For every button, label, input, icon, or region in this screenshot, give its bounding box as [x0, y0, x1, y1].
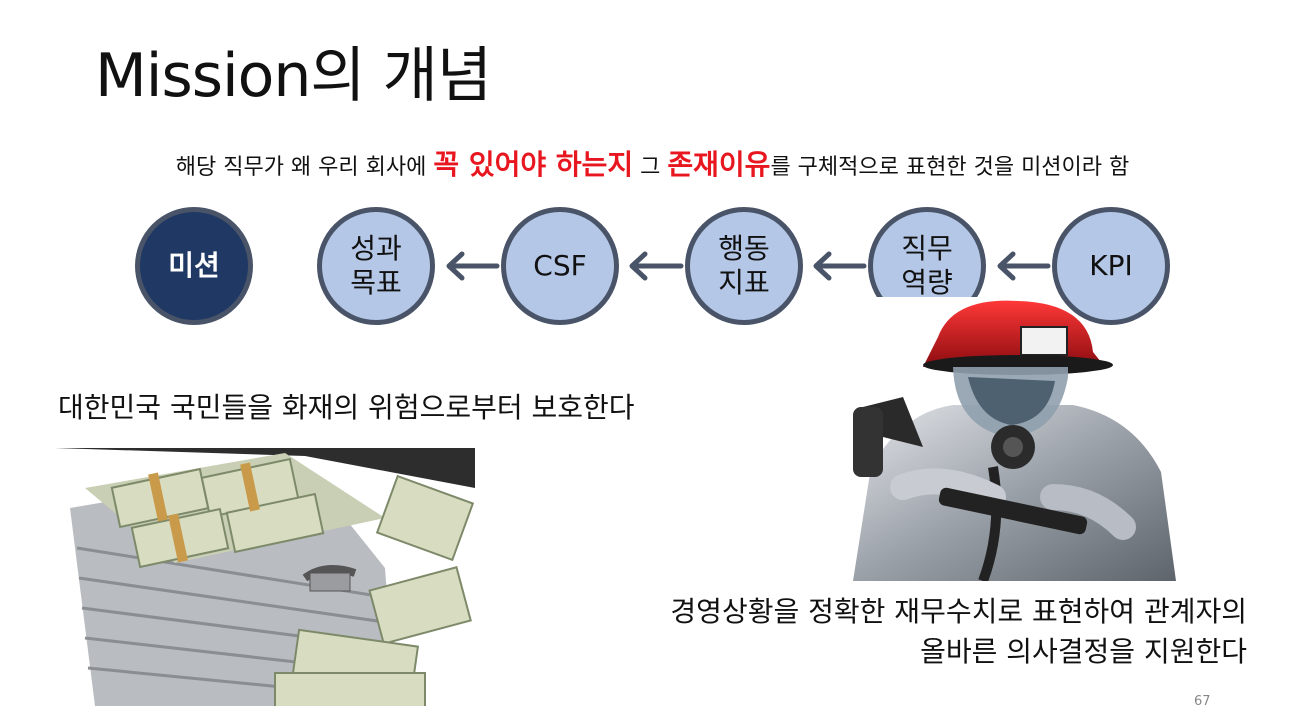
- flow-node-kpi: KPI: [1052, 207, 1170, 325]
- flow-node-mission: 미션: [135, 207, 253, 325]
- money-briefcase-photo: [55, 448, 475, 706]
- page-number: 67: [1194, 694, 1211, 709]
- definition-text-1: 해당 직무가 왜 우리 회사에: [175, 155, 434, 180]
- flow-node-behavior-indicator: 행동 지표: [685, 207, 803, 325]
- firefighter-photo: [843, 297, 1176, 581]
- flow-node-csf: CSF: [501, 207, 619, 325]
- definition-highlight-2: 존재이유: [667, 148, 771, 181]
- accounting-mission-example: 경영상황을 정확한 재무수치로 표현하여 관계자의 올바른 의사결정을 지원한다: [670, 595, 1247, 668]
- flow-node-performance-goal: 성과 목표: [317, 207, 435, 325]
- mission-definition: 해당 직무가 왜 우리 회사에 꼭 있어야 하는지 그 존재이유를 구체적으로 …: [0, 148, 1305, 185]
- slide-title: Mission의 개념: [95, 41, 492, 111]
- definition-highlight-1: 꼭 있어야 하는지: [433, 148, 634, 181]
- definition-text-2: 그: [633, 155, 668, 180]
- firefighter-mission-example: 대한민국 국민들을 화재의 위험으로부터 보호한다: [58, 391, 635, 424]
- definition-text-3: 를 구체적으로 표현한 것을 미션이라 함: [770, 155, 1130, 180]
